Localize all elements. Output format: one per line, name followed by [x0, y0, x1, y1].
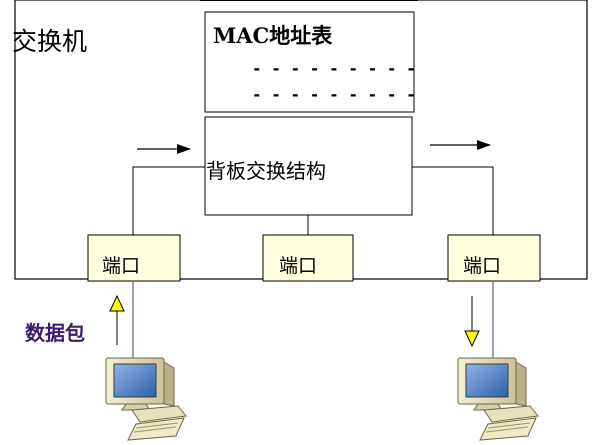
- port-label: 端口: [279, 255, 317, 277]
- switch-label: 交换机: [12, 27, 87, 56]
- port-label: 端口: [463, 255, 501, 277]
- desktop-computer-icon: [457, 357, 539, 441]
- mac-table-row: - - - - - - - - -: [252, 85, 416, 104]
- mac-table-title: MAC地址表: [213, 23, 333, 48]
- port-left: 端口: [87, 234, 181, 282]
- desktop-computer-icon: [105, 357, 187, 441]
- port-box: [262, 234, 354, 282]
- mac-table-box: [204, 11, 415, 113]
- right-port-link: [412, 166, 494, 235]
- packet-label: 数据包: [25, 321, 85, 345]
- backplane-box: [204, 116, 413, 216]
- port-middle: 端口: [262, 234, 354, 282]
- left-port-link: [132, 166, 205, 235]
- port-right: 端口: [447, 234, 541, 282]
- download-arrow-icon: [464, 296, 480, 348]
- port-box: [87, 234, 181, 282]
- mac-table-row: - - - - - - - - -: [252, 59, 416, 78]
- port-box: [447, 234, 541, 282]
- upload-arrow-icon: [109, 294, 125, 345]
- backplane-label: 背板交换结构: [206, 159, 326, 183]
- port-label: 端口: [102, 255, 140, 277]
